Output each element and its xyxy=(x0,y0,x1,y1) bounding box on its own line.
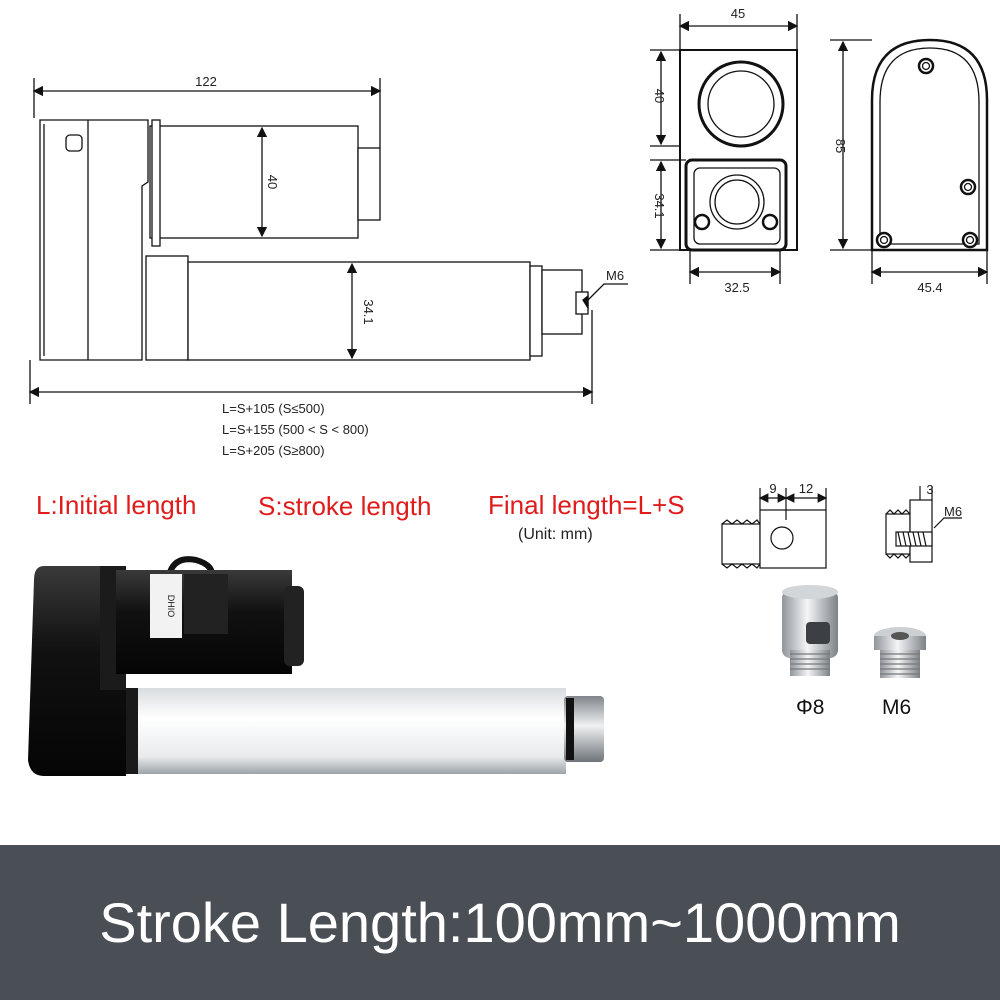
rear-view xyxy=(830,38,989,284)
dim-thread-small-offset: 3 xyxy=(926,482,933,497)
formula-1: L=S+105 (S≤500) xyxy=(222,401,325,416)
end-view xyxy=(650,14,799,284)
thread-end-detail xyxy=(885,486,962,563)
banner-text: Stroke Length:100mm~1000mm xyxy=(99,891,901,954)
formula-2: L=S+155 (500 < S < 800) xyxy=(222,422,369,437)
dim-rod-thread: M6 xyxy=(606,268,624,283)
actuator-photo: DHIO xyxy=(28,556,604,776)
formula-3: L=S+205 (S≥800) xyxy=(222,443,325,458)
unit-note: (Unit: mm) xyxy=(518,526,593,543)
rod-end-photo-phi8 xyxy=(782,585,838,676)
dim-side-height: 85 xyxy=(833,139,848,153)
side-view xyxy=(28,78,628,404)
dim-tube-height: 34.1 xyxy=(361,299,376,324)
stroke-length-banner: Stroke Length:100mm~1000mm xyxy=(0,845,1000,1000)
dim-thread-small-label: M6 xyxy=(944,504,962,519)
rod-end-photo-m6 xyxy=(874,627,926,678)
legend-initial-length: L:Initial length xyxy=(36,490,197,520)
dim-motor-height: 40 xyxy=(265,175,280,189)
legend-final-length: Final length=L+S xyxy=(488,490,685,520)
dim-end-width: 45 xyxy=(731,6,745,21)
dim-end-lower-height: 34.1 xyxy=(652,193,667,218)
dim-rod-end-hole-offset: 9 xyxy=(769,481,776,496)
dim-end-lower-width: 32.5 xyxy=(724,280,749,295)
legend-stroke-length: S:stroke length xyxy=(258,491,432,521)
technical-drawing: 122 40 34.1 M6 L=S+105 (S≤500) L=S+155 (… xyxy=(28,6,989,776)
rod-end-label-m6: M6 xyxy=(882,696,912,719)
dim-side-width: 45.4 xyxy=(917,280,942,295)
motor-label-text: DHIO xyxy=(166,595,176,618)
dim-end-upper-height: 40 xyxy=(652,89,667,103)
rod-end-label-phi8: Φ8 xyxy=(796,696,825,719)
dim-rod-end-tip: 12 xyxy=(799,481,813,496)
rod-end-detail xyxy=(721,488,828,569)
dim-total-length-top: 122 xyxy=(195,74,217,89)
